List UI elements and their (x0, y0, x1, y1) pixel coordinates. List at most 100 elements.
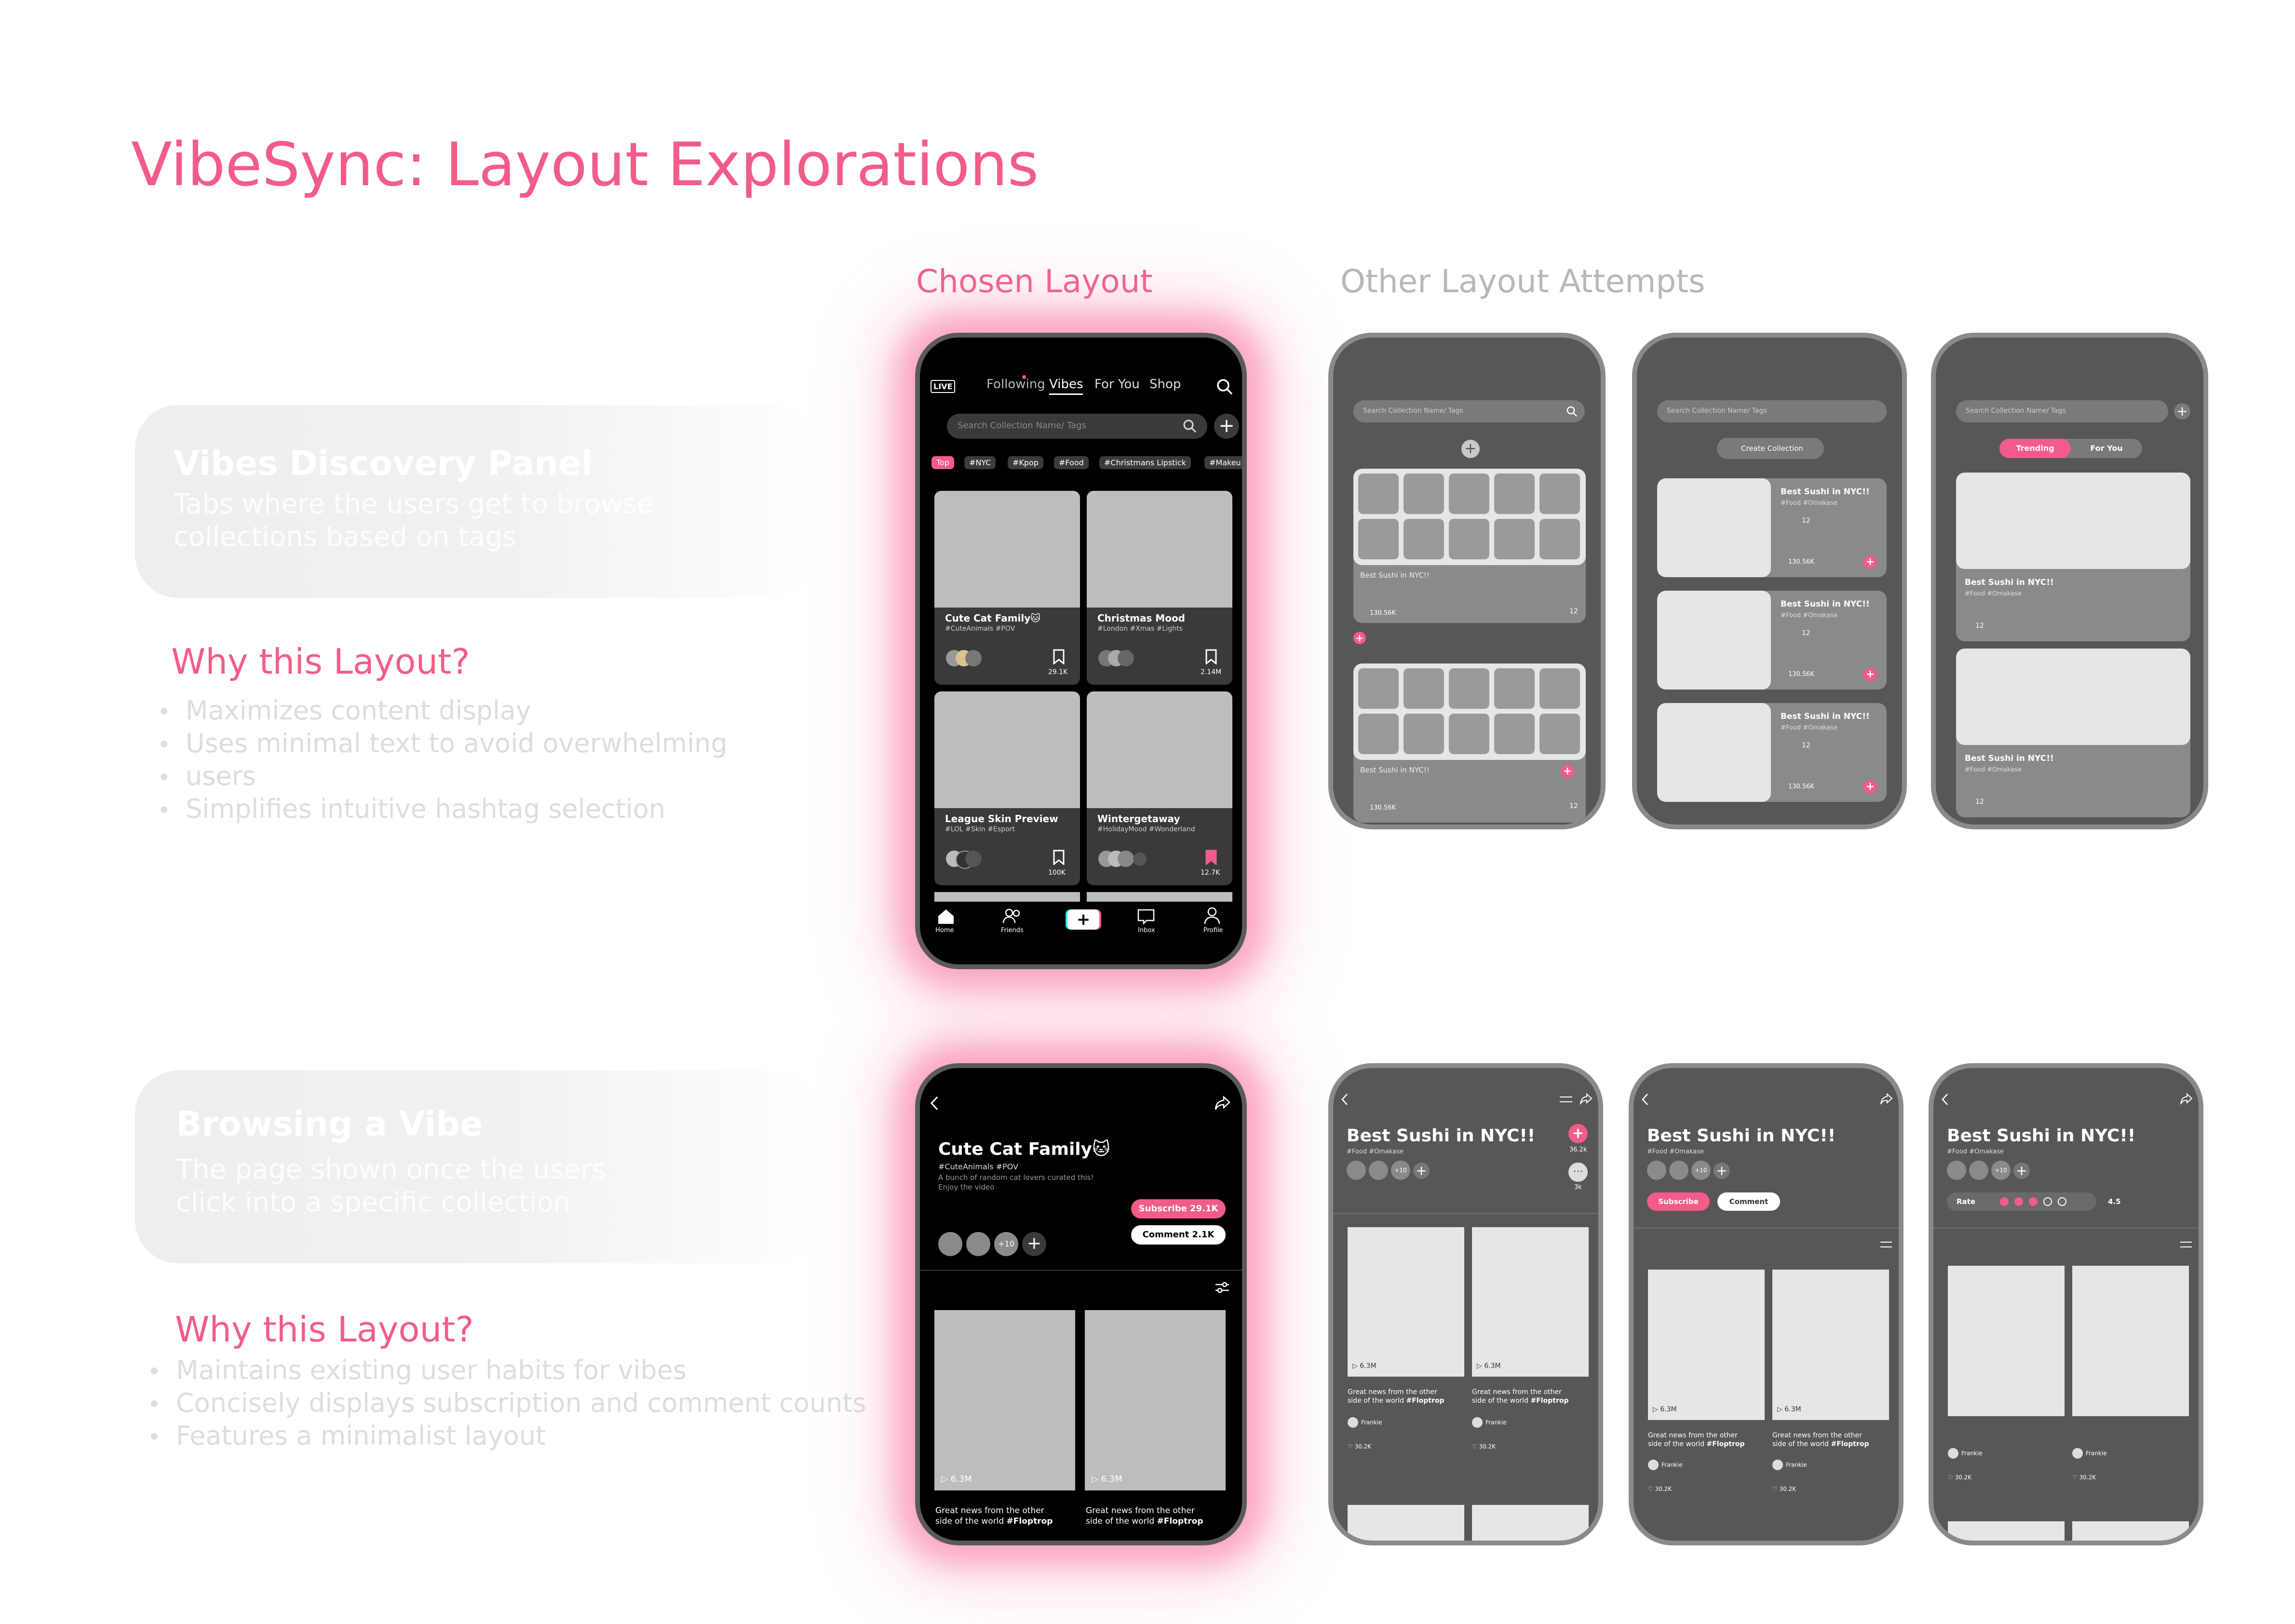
add-member-button[interactable]: + (1022, 1232, 1046, 1256)
tab-shop[interactable]: Shop (1149, 377, 1181, 392)
collection-card[interactable]: Best Sushi in NYC!! #Food #Omakase 12 (1956, 649, 2190, 817)
like-button[interactable]: + (1568, 1124, 1588, 1143)
add-button[interactable]: + (1461, 440, 1480, 458)
inbox-icon[interactable] (1137, 908, 1155, 925)
tab-vibes[interactable]: Vibes (1049, 377, 1083, 395)
add-member-button[interactable]: + (2013, 1163, 2030, 1179)
video-caption: side of the world #Floptrop (1472, 1397, 1569, 1405)
collection-card[interactable]: Best Sushi in NYC!! 130.56K 12 (1353, 469, 1586, 623)
video-thumbnail[interactable]: ▷ 6.3M (1772, 1270, 1889, 1420)
tab-inbox[interactable]: Inbox (1138, 927, 1155, 934)
collection-card[interactable]: Christmas Mood #London #Xmas #Lights 2.1… (1087, 491, 1232, 685)
comment-button[interactable]: Comment 2.1K (1131, 1225, 1226, 1245)
tag-chip[interactable]: #Christmans Lipstick (1099, 456, 1191, 469)
share-icon[interactable] (1879, 1092, 1894, 1106)
add-member-button[interactable]: + (1714, 1163, 1730, 1179)
tab-home[interactable]: Home (935, 927, 954, 934)
tag-chip[interactable]: #Kpop (1008, 456, 1043, 469)
filter-icon[interactable] (2179, 1239, 2193, 1250)
filter-icon[interactable] (1559, 1093, 1573, 1106)
profile-icon[interactable] (1203, 907, 1221, 925)
tab-for-you[interactable]: For You (2090, 444, 2123, 453)
vibe-phone: Cute Cat Family🐱 #CuteAnimals #POV A bun… (915, 1063, 1247, 1545)
tab-for-you[interactable]: For You (1094, 377, 1140, 392)
collection-card[interactable]: Wintergetaway #HolidayMood #Wonderland 1… (1087, 691, 1232, 885)
subscribe-button[interactable]: Subscribe 29.1K (1131, 1199, 1226, 1218)
back-icon[interactable] (1940, 1092, 1950, 1107)
save-count: 100K (1048, 869, 1066, 877)
add-dot[interactable]: + (1863, 780, 1877, 794)
add-button[interactable]: + (2174, 403, 2190, 420)
alt-discovery-phone-a: Search Collection Name/ Tags + Best Sush… (1328, 333, 1606, 829)
home-icon[interactable] (936, 907, 956, 925)
add-button[interactable]: + (1214, 414, 1239, 439)
tab-following[interactable]: Following (986, 377, 1045, 392)
video-thumbnail[interactable]: ▷ 6.3M (934, 1310, 1075, 1490)
create-collection-button[interactable]: Create Collection (1717, 438, 1824, 459)
back-icon[interactable] (1640, 1092, 1650, 1107)
comment-button[interactable]: Comment (1717, 1192, 1780, 1211)
rating-dot-empty[interactable] (2043, 1197, 2052, 1206)
video-thumbnail[interactable]: ▷ 6.3M (1348, 1227, 1464, 1377)
add-dot[interactable]: + (1561, 765, 1574, 778)
back-icon[interactable] (929, 1095, 940, 1111)
collection-card[interactable]: Best Sushi in NYC!! #Food #Omakase 12 (1956, 473, 2190, 641)
collection-row[interactable]: Best Sushi in NYC!! #Food #Omakase 12 13… (1657, 591, 1887, 690)
avatar-more[interactable]: +10 (994, 1232, 1018, 1256)
card-thumbnail (1956, 649, 2190, 745)
share-icon[interactable] (1579, 1092, 1593, 1106)
search-input[interactable]: Search Collection Name/ Tags (1657, 400, 1887, 422)
avatar-more[interactable]: +10 (1391, 1161, 1410, 1180)
search-icon (1183, 420, 1197, 433)
back-icon[interactable] (1340, 1092, 1350, 1107)
panel-desc: The page shown once the users (176, 1154, 606, 1185)
tab-profile[interactable]: Profile (1203, 927, 1223, 934)
tag-chip[interactable]: #Makeu (1204, 456, 1242, 469)
avatar-more[interactable]: +10 (1691, 1161, 1711, 1180)
filter-icon[interactable] (1879, 1239, 1893, 1250)
search-placeholder: Search Collection Name/ Tags (958, 420, 1087, 431)
tag-chip[interactable]: #NYC (964, 456, 996, 469)
search-input[interactable]: Search Collection Name/ Tags (1956, 400, 2168, 422)
rating-dot-filled[interactable] (2000, 1197, 2009, 1206)
tab-trending[interactable]: Trending (1999, 439, 2071, 458)
rating-dot-filled[interactable] (2029, 1197, 2038, 1206)
search-input[interactable]: Search Collection Name/ Tags (1353, 400, 1585, 422)
collection-card[interactable]: League Skin Preview #LOL #Skin #Esport 1… (934, 691, 1080, 885)
filter-icon[interactable] (1214, 1280, 1230, 1295)
bookmark-icon[interactable] (1204, 649, 1218, 664)
grid-cell (1539, 714, 1580, 754)
rating-dot-empty[interactable] (2058, 1197, 2066, 1206)
add-dot[interactable]: + (1353, 632, 1366, 644)
add-dot[interactable]: + (1863, 555, 1877, 569)
subscribe-button[interactable]: Subscribe (1647, 1192, 1710, 1211)
search-input[interactable]: Search Collection Name/ Tags (947, 414, 1207, 439)
tag-chip-top[interactable]: Top (932, 456, 954, 469)
tab-friends[interactable]: Friends (1001, 927, 1024, 934)
tag-chip[interactable]: #Food (1054, 456, 1089, 469)
video-thumbnail[interactable]: ▷ 6.3M (1472, 1227, 1589, 1377)
video-thumbnail[interactable]: ▷ 6.3M (1085, 1310, 1226, 1490)
search-icon[interactable] (1215, 377, 1234, 396)
share-icon[interactable] (2179, 1092, 2194, 1106)
rating-dot-filled[interactable] (2014, 1197, 2023, 1206)
video-thumbnail[interactable] (2072, 1266, 2189, 1416)
collection-row[interactable]: Best Sushi in NYC!! #Food #Omakase 12 13… (1657, 478, 1887, 577)
create-button[interactable]: + (1067, 909, 1099, 930)
live-icon[interactable]: LIVE (931, 380, 956, 393)
comment-icon[interactable]: ··· (1568, 1163, 1588, 1182)
bookmark-filled-icon[interactable] (1204, 850, 1218, 865)
video-thumbnail[interactable]: ▷ 6.3M (1648, 1270, 1765, 1420)
bookmark-icon[interactable] (1052, 649, 1066, 664)
search-placeholder: Search Collection Name/ Tags (1966, 407, 2066, 415)
avatar-more[interactable]: +10 (1991, 1161, 2011, 1180)
video-thumbnail[interactable] (1948, 1266, 2065, 1416)
add-dot[interactable]: + (1863, 668, 1877, 681)
add-member-button[interactable]: + (1413, 1163, 1430, 1179)
collection-card[interactable]: Cute Cat Family🐱 #CuteAnimals #POV 29.1K (934, 491, 1080, 685)
collection-row[interactable]: Best Sushi in NYC!! #Food #Omakase 12 13… (1657, 703, 1887, 802)
share-icon[interactable] (1214, 1095, 1231, 1110)
friends-icon[interactable] (1002, 907, 1023, 925)
bookmark-icon[interactable] (1052, 850, 1066, 865)
collection-card[interactable]: Best Sushi in NYC!! + 130.56K 12 (1353, 663, 1586, 823)
